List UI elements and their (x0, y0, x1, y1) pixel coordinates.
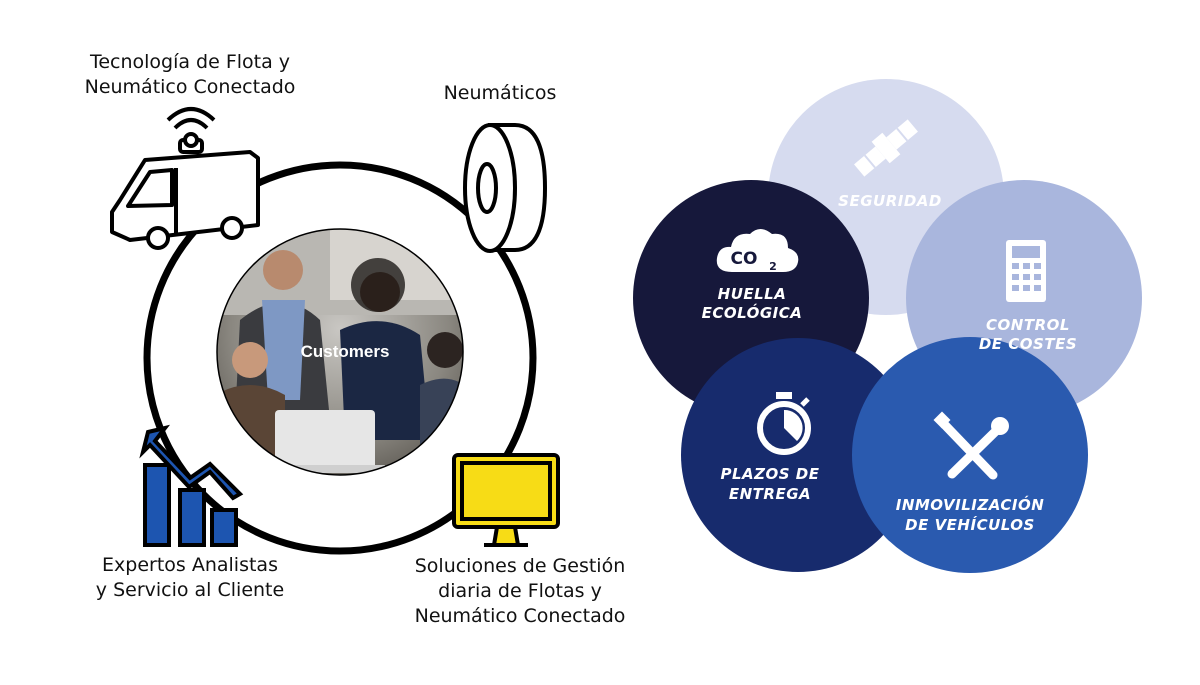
tire-icon (463, 123, 548, 253)
co2-text: CO (731, 249, 758, 269)
circle-label-plazos-1: PLAZOS DE (720, 465, 819, 483)
connected-van-icon (110, 107, 260, 250)
label-line: Neumático Conectado (414, 605, 626, 627)
circle-label-control-1: CONTROL (986, 316, 1070, 334)
satellite-icon (854, 119, 918, 177)
label-tires: Neumáticos (420, 81, 580, 106)
wrench-screwdriver-icon (933, 411, 1009, 480)
label-fleet-technology: Tecnología de Flota y Neumático Conectad… (60, 50, 320, 100)
label-line: Neumáticos (443, 82, 557, 104)
circle-plazos (681, 338, 915, 572)
co2-cloud-icon: CO 2 (716, 229, 799, 273)
stopwatch-icon (757, 392, 811, 455)
label-management-solutions: Soluciones de Gestión diaria de Flotas y… (385, 554, 655, 629)
photo-border (216, 228, 464, 476)
label-analysts: Expertos Analistas y Servicio al Cliente (70, 553, 310, 603)
label-line: y Servicio al Cliente (95, 579, 285, 601)
label-line: diaria de Flotas y (438, 580, 602, 602)
co2-subscript: 2 (769, 260, 777, 273)
circle-label-huella-1: HUELLA (718, 285, 787, 303)
circle-label-inmovilizacion-2: DE VEHÍCULOS (905, 515, 1035, 534)
label-line: Neumático Conectado (84, 76, 296, 98)
center-label-customers: Customers (301, 342, 390, 361)
calculator-icon (1006, 240, 1046, 302)
circle-label-inmovilizacion-1: INMOVILIZACIÓN (896, 495, 1045, 514)
label-line: Tecnología de Flota y (89, 51, 291, 73)
circle-label-control-2: DE COSTES (979, 335, 1077, 353)
monitor-icon (452, 453, 560, 547)
outer-ring (143, 161, 537, 555)
bar-chart-icon (139, 424, 244, 547)
circle-label-huella-2: ECOLÓGICA (702, 303, 803, 322)
label-line: Soluciones de Gestión (414, 555, 626, 577)
circle-label-seguridad: SEGURIDAD (838, 192, 942, 210)
label-line: Expertos Analistas (102, 554, 278, 576)
circle-label-plazos-2: ENTREGA (729, 485, 811, 503)
